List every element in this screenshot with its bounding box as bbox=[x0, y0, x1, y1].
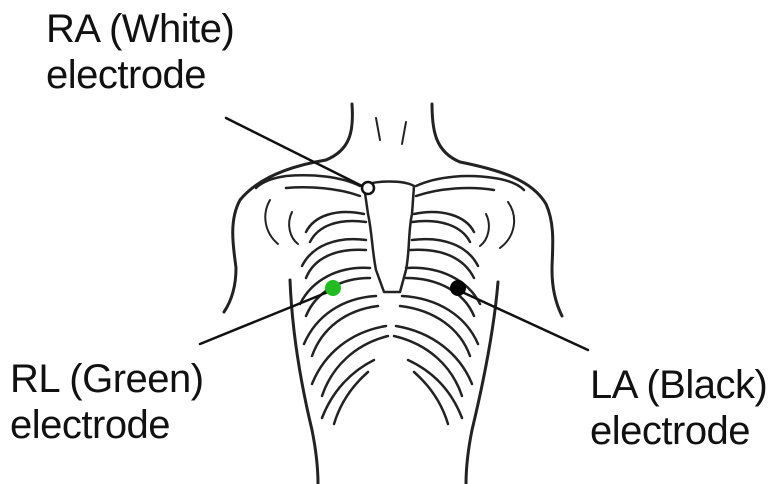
ra-electrode-label: RA (White) electrode bbox=[46, 6, 234, 98]
right-clavicle bbox=[416, 176, 524, 196]
rl-label-subtitle: electrode bbox=[10, 402, 204, 448]
right-shoulder-outline bbox=[460, 162, 562, 316]
right-shoulder-joint bbox=[480, 202, 514, 248]
left-rib-cage bbox=[300, 212, 388, 424]
sternum-outline bbox=[364, 182, 414, 293]
neck-muscle-lines bbox=[376, 118, 406, 144]
la-label-subtitle: electrode bbox=[590, 408, 767, 454]
ra-label-subtitle: electrode bbox=[46, 52, 234, 98]
neck-left-outline bbox=[326, 104, 352, 160]
rl-electrode-label: RL (Green) electrode bbox=[10, 356, 204, 448]
ra-electrode bbox=[362, 182, 374, 194]
la-electrode bbox=[450, 280, 466, 296]
left-shoulder-joint bbox=[265, 200, 298, 244]
la-label-title: LA (Black) bbox=[590, 362, 767, 408]
neck-right-outline bbox=[432, 104, 460, 162]
right-rib-cage bbox=[394, 212, 480, 424]
rl-label-title: RL (Green) bbox=[10, 356, 204, 402]
rl-electrode bbox=[325, 280, 341, 296]
ra-label-title: RA (White) bbox=[46, 6, 234, 52]
la-leader-line bbox=[462, 292, 588, 350]
la-electrode-label: LA (Black) electrode bbox=[590, 362, 767, 454]
